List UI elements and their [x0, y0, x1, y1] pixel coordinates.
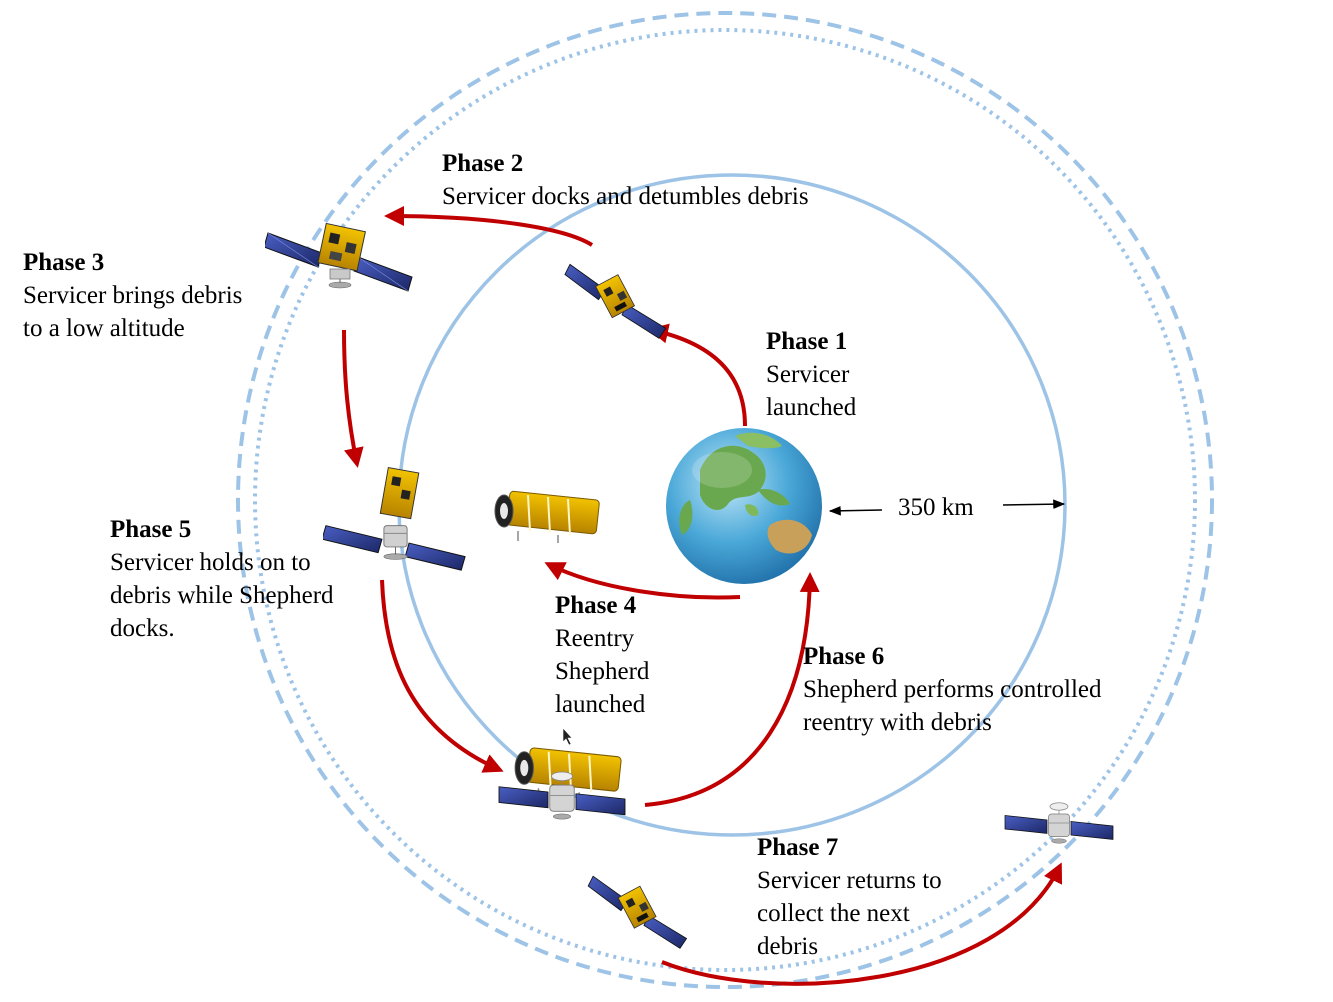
arrow-phase-5	[380, 579, 504, 773]
phase-7-line-1: Servicer returns to	[757, 867, 942, 894]
phase-5-line-1: Servicer holds on to	[110, 549, 311, 576]
phase-3-line-1: Servicer brings debris	[23, 282, 243, 309]
outer-dashed-orbit	[236, 11, 1214, 989]
phase-6-label: Phase 6 Shepherd performs controlled ree…	[803, 640, 1102, 739]
arrow-phase-2	[384, 206, 594, 247]
phase-4-title: Phase 4	[555, 592, 637, 619]
phase-4-label: Phase 4 Reentry Shepherd launched	[555, 589, 649, 721]
middle-dotted-orbit	[253, 28, 1197, 972]
phase-2-label: Phase 2 Servicer docks and detumbles deb…	[442, 147, 809, 213]
distance-arrow-right	[1002, 499, 1066, 509]
phase-7-line-2: collect the next	[757, 900, 910, 927]
shepherd-spacecraft-icon	[498, 746, 626, 820]
distance-arrow-left	[828, 505, 883, 516]
phase-4-line-1: Reentry	[555, 625, 635, 652]
phase-3-label: Phase 3 Servicer brings debris to a low …	[23, 246, 242, 345]
phase-1-line-2: launched	[766, 394, 857, 421]
phase-6-title: Phase 6	[803, 643, 885, 670]
servicer-satellite-icon	[1004, 802, 1114, 844]
phase-7-title: Phase 7	[757, 834, 839, 861]
phase-3-title: Phase 3	[23, 249, 105, 276]
debris-satellite-icon	[587, 875, 687, 949]
servicer-satellite-icon	[265, 222, 413, 292]
shepherd-spacecraft-icon	[493, 489, 601, 545]
phase-5-line-2: debris while Shepherd	[110, 582, 334, 609]
phase-5-label: Phase 5 Servicer holds on to debris whil…	[110, 513, 334, 645]
arrow-phase-4	[544, 562, 741, 600]
phase-7-label: Phase 7 Servicer returns to collect the …	[757, 831, 942, 963]
distance-label: 350 km	[898, 494, 974, 521]
phase-5-line-3: docks.	[110, 615, 175, 642]
phase-4-line-3: launched	[555, 691, 646, 718]
distance-arrows	[828, 499, 1066, 516]
phase-1-label: Phase 1 Servicer launched	[766, 325, 856, 424]
phase-2-title: Phase 2	[442, 150, 524, 177]
debris-satellite-icon	[564, 263, 667, 339]
phase-2-line-1: Servicer docks and detumbles debris	[442, 183, 809, 210]
phase-6-line-2: reentry with debris	[803, 709, 992, 736]
phase-1-line-1: Servicer	[766, 361, 850, 388]
phase-1-title: Phase 1	[766, 328, 848, 355]
phase-3-line-2: to a low altitude	[23, 315, 185, 342]
phase-6-line-1: Shepherd performs controlled	[803, 676, 1102, 703]
phase-7-line-3: debris	[757, 933, 819, 960]
arrow-phase-3	[342, 329, 364, 468]
phase-5-title: Phase 5	[110, 516, 192, 543]
cursor-icon	[562, 727, 573, 746]
servicer-satellite-icon	[323, 467, 466, 571]
arrow-phase-6	[644, 572, 820, 807]
phase-4-line-2: Shepherd	[555, 658, 650, 685]
arrow-phase-1	[648, 323, 747, 427]
arrow-phase-7	[661, 862, 1063, 986]
earth-icon	[666, 428, 822, 584]
phase-arrows	[342, 206, 1063, 986]
